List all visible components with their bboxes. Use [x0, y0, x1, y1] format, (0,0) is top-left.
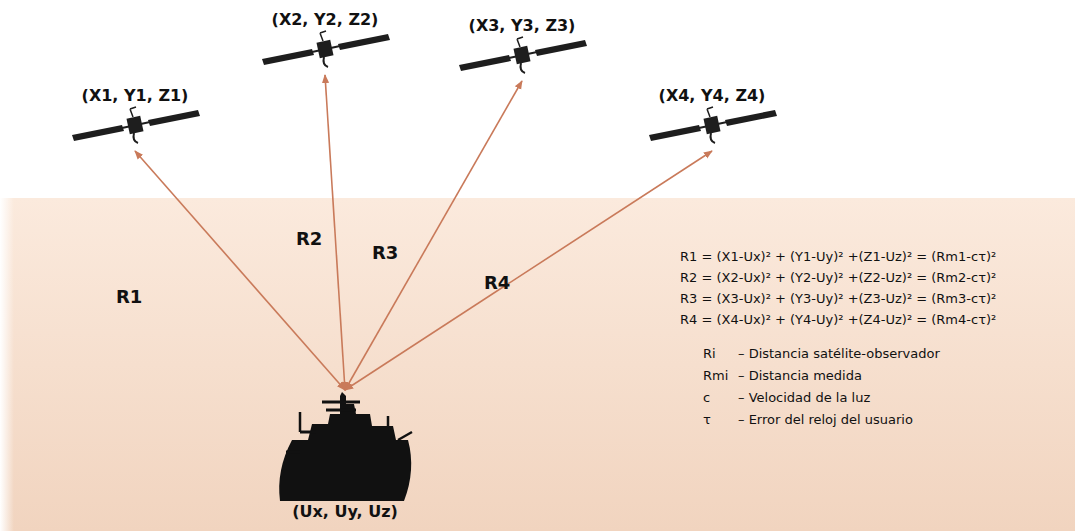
definition-text: – Distancia satélite-observador — [738, 346, 940, 361]
satellite-icon — [637, 105, 787, 151]
definition-text: – Error del reloj del usuario — [738, 412, 913, 427]
definition-text: – Velocidad de la luz — [738, 390, 870, 405]
equation: R2 = (X2-Ux)² + (Y2-Uy)² +(Z2-Uz)² = (Rm… — [680, 270, 996, 285]
definition-text: Ri — [703, 346, 716, 361]
ship-node: (Ux, Uy, Uz) — [261, 390, 429, 521]
coordinate-label: (X2, Y2, Z2) — [246, 10, 404, 29]
definition-text: τ — [703, 412, 711, 427]
definition-text: – Distancia medida — [738, 368, 862, 383]
equation: R3 = (X3-Ux)² + (Y3-Uy)² +(Z3-Uz)² = (Rm… — [680, 291, 996, 306]
satellite-node: (X1, Y1, Z1) — [56, 86, 214, 151]
satellite-icon — [447, 35, 597, 81]
satellite-node: (X3, Y3, Z3) — [443, 16, 601, 81]
equation: R4 = (X4-Ux)² + (Y4-Uy)² +(Z4-Uz)² = (Rm… — [680, 312, 996, 327]
definition-text: Rmi — [703, 368, 728, 383]
range-label: R3 — [372, 242, 398, 263]
range-label: R2 — [296, 228, 322, 249]
sea-band — [0, 198, 1075, 531]
coordinate-label: (X4, Y4, Z4) — [633, 86, 791, 105]
range-label: R1 — [116, 286, 142, 307]
satellite-node: (X2, Y2, Z2) — [246, 10, 404, 75]
ship-icon — [265, 390, 425, 502]
range-label: R4 — [484, 272, 510, 293]
coordinate-label: (X3, Y3, Z3) — [443, 16, 601, 35]
equation: R1 = (X1-Ux)² + (Y1-Uy)² +(Z1-Uz)² = (Rm… — [680, 249, 996, 264]
range-arrow — [345, 151, 712, 390]
range-arrow — [325, 75, 345, 390]
range-arrow — [345, 81, 522, 390]
band-fade — [0, 198, 14, 531]
satellite-icon — [250, 29, 400, 75]
satellite-node: (X4, Y4, Z4) — [633, 86, 791, 151]
definition-text: c — [703, 390, 710, 405]
satellite-icon — [60, 105, 210, 151]
coordinate-label: (X1, Y1, Z1) — [56, 86, 214, 105]
range-arrow — [135, 151, 345, 390]
coordinate-label: (Ux, Uy, Uz) — [261, 502, 429, 521]
